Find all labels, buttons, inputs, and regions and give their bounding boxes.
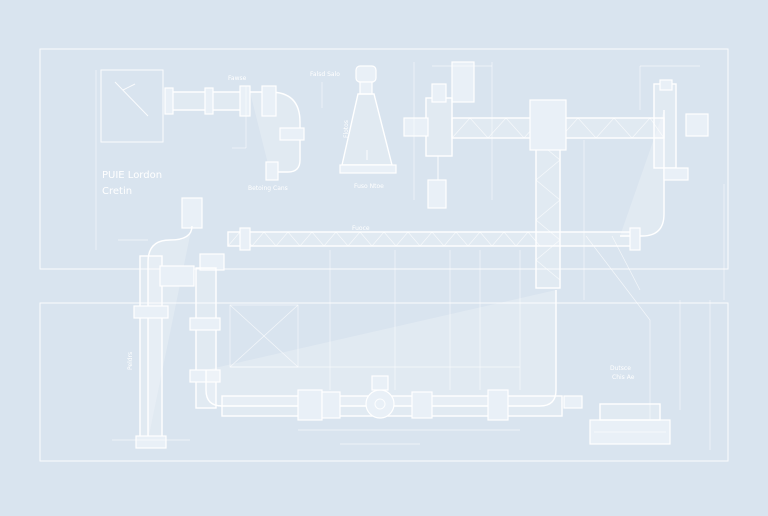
title-line-2: Cretin: [102, 186, 132, 197]
bend-caption: Betoing Cans: [248, 185, 288, 192]
truss-vertical: [529, 99, 567, 289]
hopper-unit: [339, 65, 397, 174]
title-panel: [100, 69, 164, 143]
main-pipe: [227, 227, 641, 251]
valve-stack: [403, 61, 493, 209]
lower-panels: [229, 250, 521, 390]
funnel-side-label: Flotos: [343, 120, 350, 138]
lower-frame: [39, 302, 729, 462]
right-note-1: Dutsce: [610, 365, 631, 372]
right-riser: [620, 65, 725, 300]
right-note-2: Chis Ae: [612, 374, 635, 381]
main-pipe-label: Fuoce: [352, 225, 370, 232]
title-line-1: PUIE Lordon: [102, 170, 162, 181]
top-label-2: Falsd Salo: [310, 71, 340, 78]
left-riser-label: Peldrs: [127, 352, 134, 370]
upper-frame: [39, 48, 729, 270]
base-unit: [585, 235, 671, 445]
left-riser: [118, 197, 225, 449]
elbow-assembly: [164, 85, 305, 181]
funnel-bottom-label: Fuso Ntoe: [354, 183, 384, 190]
bottom-pipe: [205, 290, 583, 445]
top-label-1: Fawse: [228, 75, 247, 82]
